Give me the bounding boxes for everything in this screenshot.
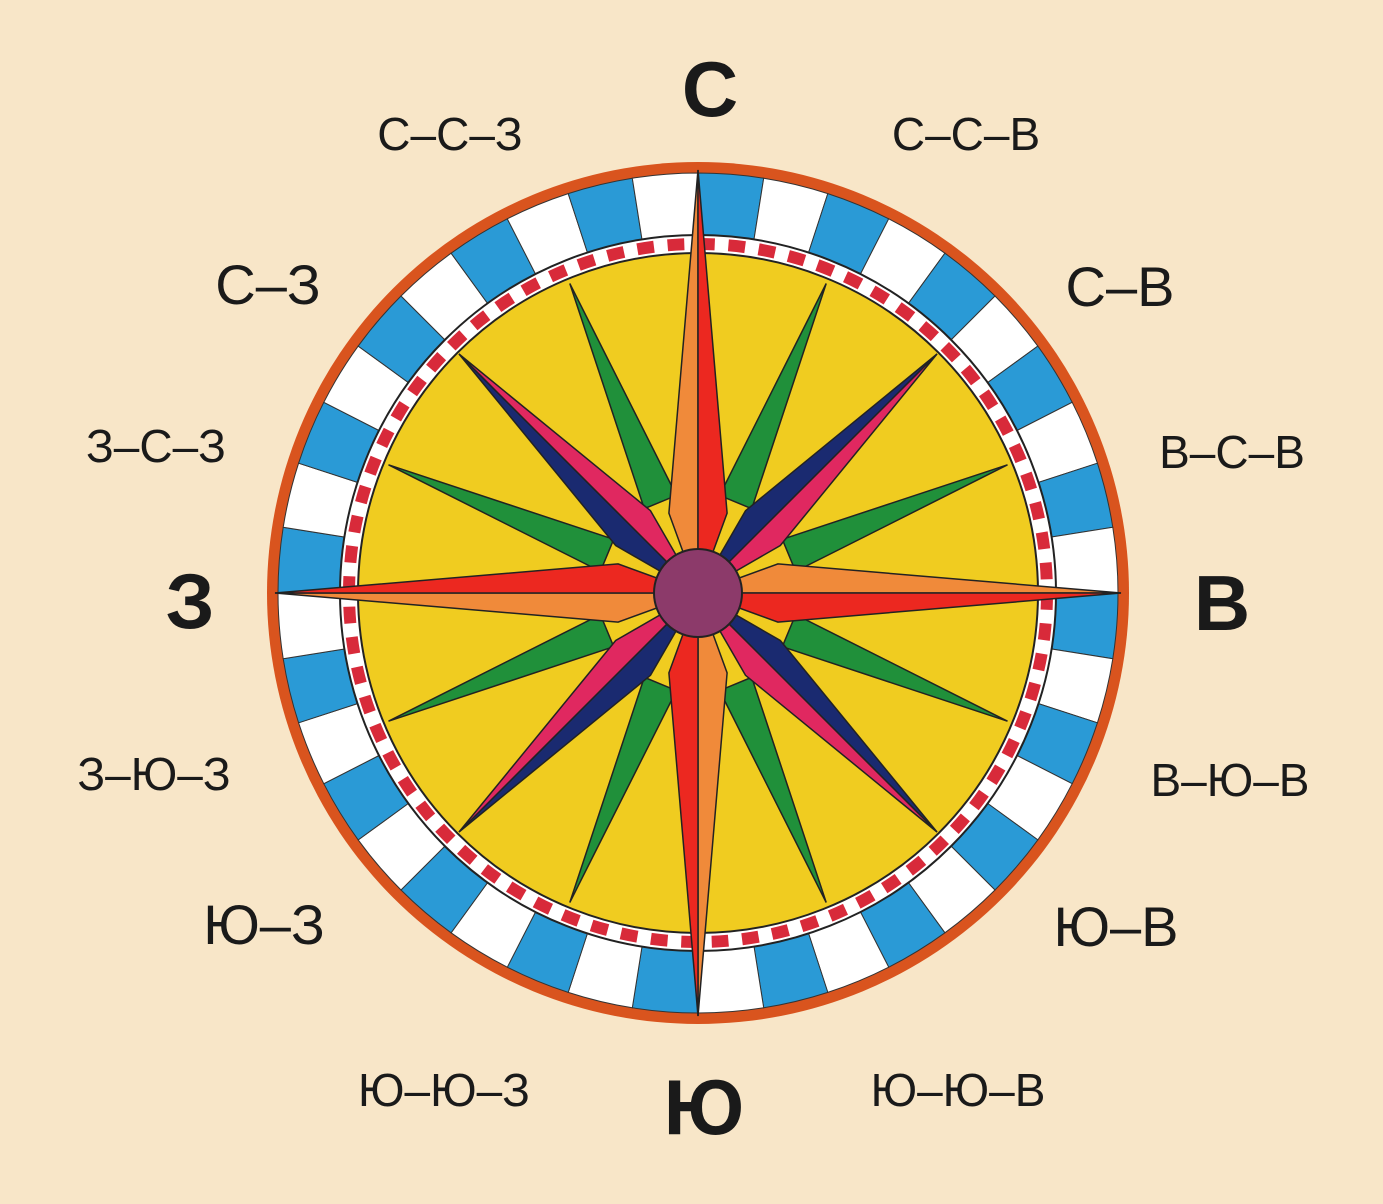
compass-ring-dash bbox=[741, 931, 759, 945]
label-south-southeast: Ю–Ю–В bbox=[871, 1064, 1046, 1116]
compass-ring-dash bbox=[636, 241, 654, 255]
label-north-northeast: С–С–В bbox=[892, 108, 1040, 160]
compass-ring-dash bbox=[1040, 562, 1053, 579]
label-north-northwest: С–С–З bbox=[377, 108, 522, 160]
compass-ring-tile bbox=[698, 173, 764, 239]
compass-ring-dash bbox=[343, 607, 356, 624]
compass-ring-tile bbox=[1052, 593, 1118, 659]
label-west-southwest: З–Ю–З bbox=[77, 748, 230, 800]
label-east: В bbox=[1194, 559, 1250, 647]
label-east-northeast: В–С–В bbox=[1159, 426, 1305, 478]
label-west-northwest: З–С–З bbox=[86, 420, 226, 472]
compass-ring-dash bbox=[728, 239, 746, 253]
compass-rose bbox=[267, 162, 1129, 1024]
compass-ring-tile bbox=[1052, 527, 1118, 593]
label-southwest: Ю–З bbox=[203, 893, 325, 956]
label-west: З bbox=[166, 557, 215, 645]
compass-ring-dash bbox=[1036, 531, 1050, 549]
compass-ring-dash bbox=[1038, 623, 1052, 641]
compass-ring-dash bbox=[712, 935, 729, 948]
label-south: Ю bbox=[664, 1063, 744, 1151]
label-southeast: Ю–В bbox=[1053, 895, 1178, 958]
compass-ring-dash bbox=[344, 545, 358, 563]
label-north: С bbox=[682, 45, 738, 133]
compass-ring-tile bbox=[278, 527, 344, 593]
compass-center-hub bbox=[654, 549, 742, 637]
label-south-southwest: Ю–Ю–З bbox=[358, 1064, 530, 1116]
compass-ring-tile bbox=[632, 947, 698, 1013]
label-east-southeast: В–Ю–В bbox=[1150, 754, 1309, 806]
compass-ring-tile bbox=[698, 947, 764, 1013]
label-northeast: С–В bbox=[1066, 255, 1175, 318]
compass-ring-tile bbox=[632, 173, 698, 239]
compass-ring-dash bbox=[346, 636, 360, 654]
compass-ring-dash bbox=[650, 933, 668, 947]
compass-ring-tile bbox=[278, 593, 344, 659]
compass-ring-dash bbox=[667, 238, 684, 251]
label-northwest: С–З bbox=[215, 253, 320, 316]
